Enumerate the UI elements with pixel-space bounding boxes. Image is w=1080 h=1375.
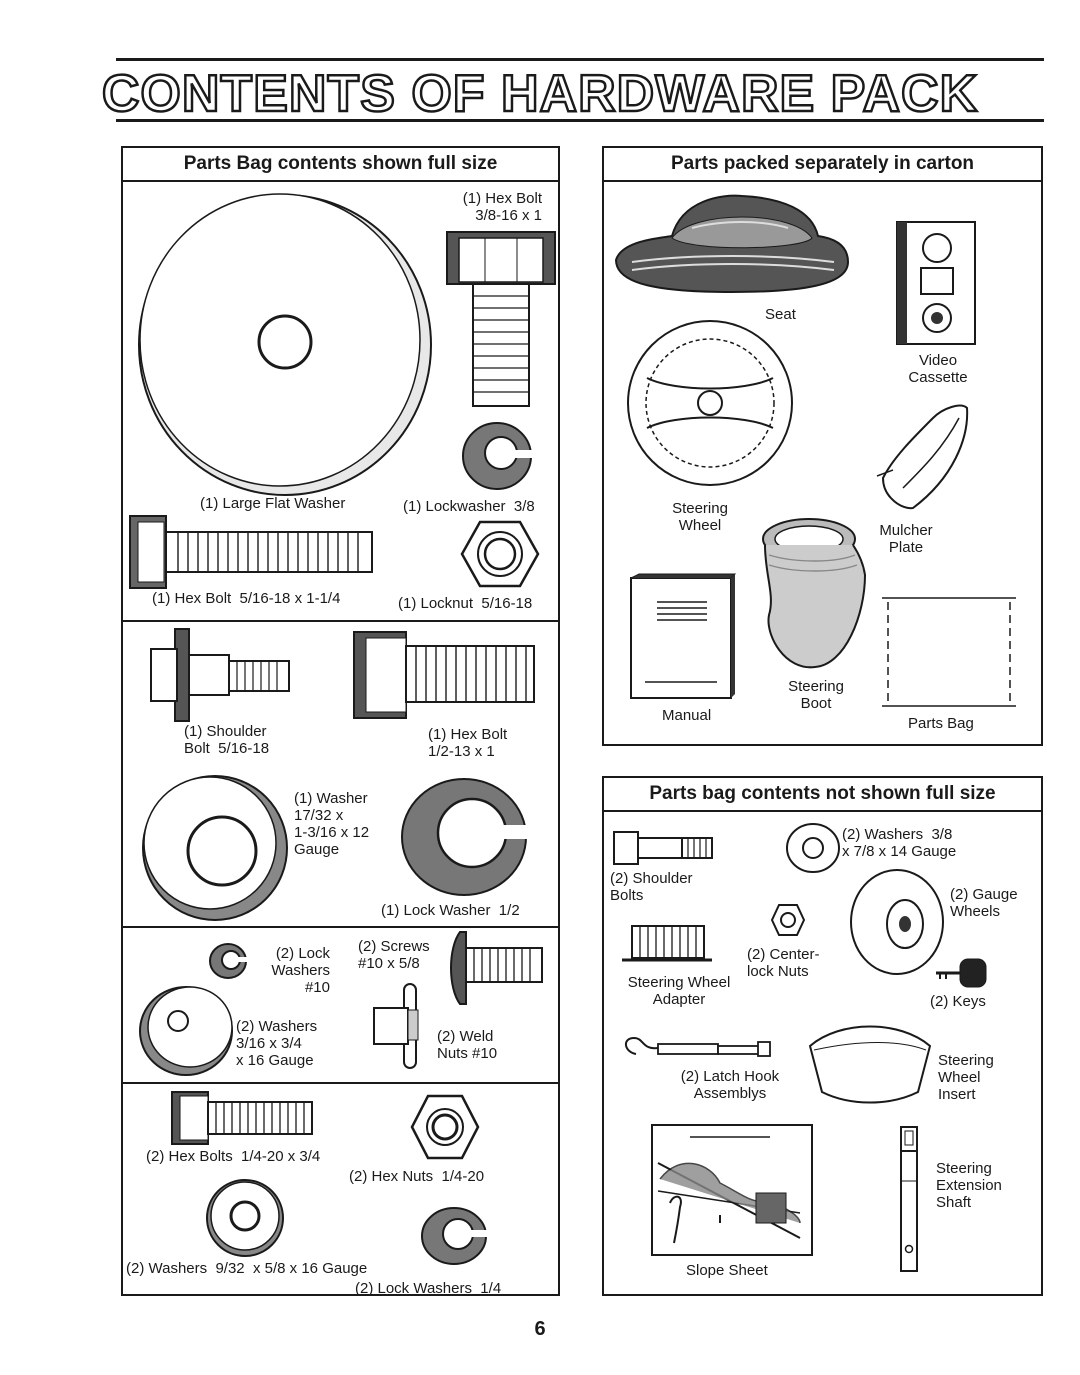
steering-boot-icon [762, 518, 867, 669]
washers-3-16-icon [139, 986, 233, 1076]
lock-washers-1-4-label: (2) Lock Washers 1/4 [355, 1280, 502, 1297]
lockwasher-3-8-icon [462, 422, 539, 490]
title-rule-bottom [116, 119, 1044, 122]
seat-label: Seat [765, 306, 796, 323]
section-divider [123, 620, 558, 622]
washers-3-16-label: (2) Washers 3/16 x 3/4 x 16 Gauge [236, 1018, 318, 1069]
weld-nuts-10-icon [373, 983, 419, 1069]
page-number: 6 [534, 1318, 546, 1340]
shoulder-bolt-icon [150, 628, 290, 722]
hex-bolts-1-4-icon [171, 1091, 313, 1145]
steering-boot-label: Steering Boot [788, 678, 844, 712]
lock-washers-10-label: (2) Lock Washers #10 [271, 945, 330, 996]
lock-washer-1-2-label: (1) Lock Washer 1/2 [381, 902, 520, 919]
hex-bolt-3-8-label: (1) Hex Bolt 3/8-16 x 1 [462, 190, 542, 224]
washer-17-32-icon [142, 775, 288, 921]
latch-hook-label: (2) Latch Hook Assemblys [680, 1068, 780, 1102]
hex-bolt-5-16-label: (1) Hex Bolt 5/16-18 x 1-1/4 [152, 590, 341, 607]
large-flat-washer-label: (1) Large Flat Washer [200, 495, 346, 512]
manual-icon [630, 573, 737, 699]
parts-bag-full-size-panel: Parts Bag contents shown full size [121, 146, 560, 1296]
washers-3-8-icon [786, 823, 840, 873]
parts-bag-not-full-size-panel: Parts bag contents not shown full size [602, 776, 1043, 1296]
washers-9-32-label: (2) Washers 9/32 x 5/8 x 16 Gauge [126, 1260, 368, 1277]
lock-washers-10-icon [209, 943, 250, 979]
slope-sheet-label: Slope Sheet [686, 1262, 768, 1279]
screws-10-label: (2) Screws #10 x 5/8 [358, 938, 430, 972]
gauge-wheels-icon [850, 869, 944, 975]
video-cassette-icon [896, 221, 976, 345]
parts-packed-separately-panel: Parts packed separately in carton [602, 146, 1043, 746]
steering-wheel-label: Steering Wheel [672, 500, 728, 534]
lockwasher-3-8-label: (1) Lockwasher 3/8 [403, 498, 535, 515]
lock-washers-1-4-icon [421, 1207, 496, 1265]
steering-wheel-insert-label: Steering Wheel Insert [938, 1052, 994, 1103]
keys-icon [936, 958, 987, 988]
mulcher-plate-icon [876, 404, 969, 510]
page-title: CONTENTS OF HARDWARE PACK [101, 64, 979, 125]
screws-10-icon [450, 931, 543, 1005]
large-flat-washer-icon [138, 193, 432, 496]
washers-9-32-icon [206, 1179, 284, 1257]
video-cassette-label: Video Cassette [908, 352, 968, 386]
steering-wheel-insert-icon [808, 1025, 932, 1104]
center-lock-nuts-icon [770, 904, 806, 936]
keys-label: (2) Keys [930, 993, 986, 1010]
shoulder-bolts-label: (2) Shoulder Bolts [610, 870, 693, 904]
hex-bolt-1-2-label: (1) Hex Bolt 1/2-13 x 1 [428, 726, 508, 760]
hex-bolt-5-16-icon [129, 515, 373, 589]
locknut-5-16-label: (1) Locknut 5/16-18 [398, 595, 533, 612]
parts-bag-label: Parts Bag [908, 715, 974, 732]
slope-sheet-icon [651, 1124, 813, 1256]
hex-bolt-3-8-icon [446, 231, 556, 407]
seat-icon [614, 194, 850, 294]
weld-nuts-10-label: (2) Weld Nuts #10 [437, 1028, 498, 1062]
section-divider [123, 926, 558, 928]
panel-heading: Parts packed separately in carton [604, 148, 1041, 182]
latch-hook-icon [625, 1036, 771, 1057]
hex-nuts-1-4-icon [410, 1094, 480, 1160]
mulcher-plate-label: Mulcher Plate [879, 522, 933, 556]
lock-washer-1-2-icon [401, 778, 540, 896]
section-divider [123, 1082, 558, 1084]
steering-extension-shaft-label: Steering Extension Shaft [936, 1160, 1002, 1211]
gauge-wheels-label: (2) Gauge Wheels [950, 886, 1018, 920]
locknut-5-16-icon [460, 520, 540, 588]
washers-3-8-label: (2) Washers 3/8 x 7/8 x 14 Gauge [842, 826, 957, 860]
hex-nuts-1-4-label: (2) Hex Nuts 1/4-20 [349, 1168, 485, 1185]
title-rule-top [116, 58, 1044, 61]
shoulder-bolt-label: (1) Shoulder Bolt 5/16-18 [184, 723, 270, 757]
steering-extension-shaft-icon [900, 1126, 918, 1272]
steering-wheel-icon [627, 320, 793, 486]
steering-wheel-adapter-label: Steering Wheel Adapter [627, 974, 731, 1008]
washer-17-32-label: (1) Washer 17/32 x 1-3/16 x 12 Gauge [294, 790, 370, 858]
shoulder-bolts-icon [613, 831, 713, 865]
panel-heading: Parts bag contents not shown full size [604, 778, 1041, 812]
center-lock-nuts-label: (2) Center- lock Nuts [747, 946, 820, 980]
manual-label: Manual [662, 707, 712, 724]
panel-heading: Parts Bag contents shown full size [123, 148, 558, 182]
hex-bolts-1-4-label: (2) Hex Bolts 1/4-20 x 3/4 [146, 1148, 321, 1165]
steering-wheel-adapter-icon [622, 925, 712, 962]
parts-bag-icon [882, 597, 1016, 707]
hex-bolt-1-2-icon [353, 631, 535, 719]
